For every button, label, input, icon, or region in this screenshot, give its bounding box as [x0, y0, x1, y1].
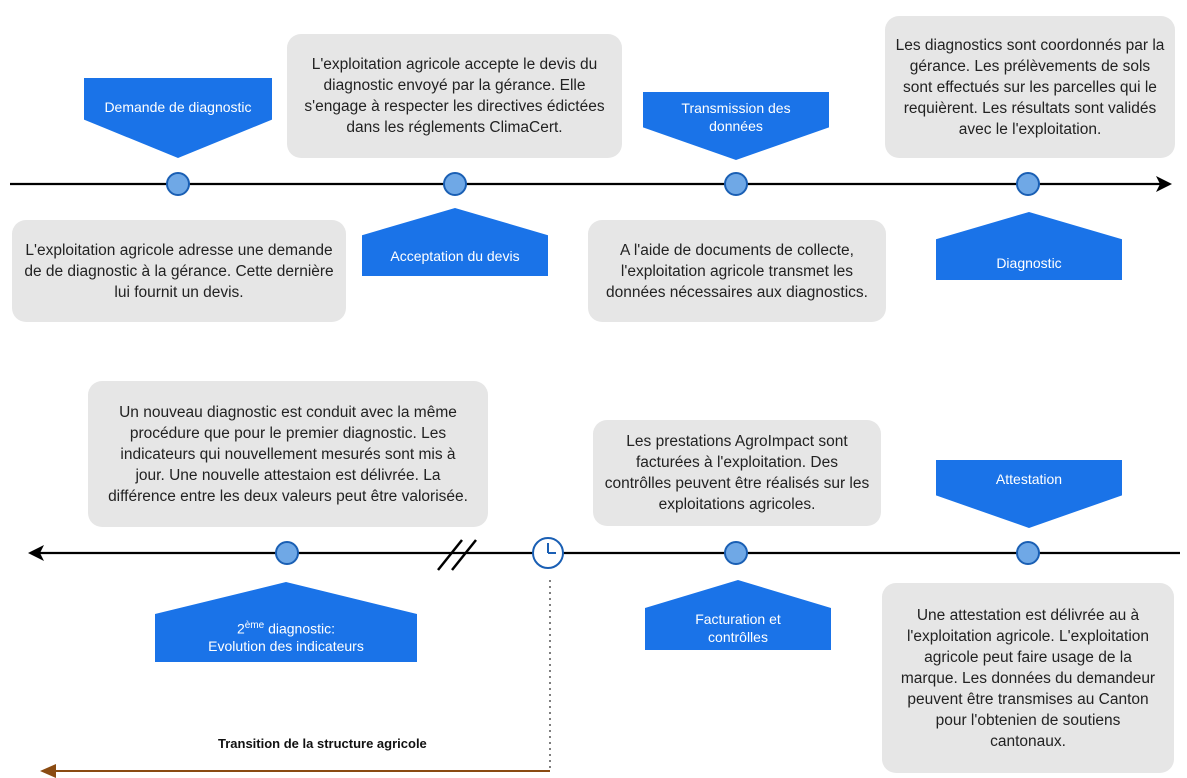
timeline-break-icon [437, 539, 477, 571]
step-label-line2: Evolution des indicateurs [208, 638, 364, 655]
step-label: Diagnostic [996, 255, 1062, 271]
top-node-2 [443, 172, 467, 196]
top-node-4 [1016, 172, 1040, 196]
bottom-timeline-arrowhead [28, 545, 44, 561]
transition-arrowhead [40, 764, 56, 778]
description-diagnostic: Les diagnostics sont coordonnés par la g… [885, 16, 1175, 158]
bottom-node-3 [1016, 541, 1040, 565]
description-attestation: Une attestation est délivrée au à l'expl… [882, 583, 1174, 773]
step-label: Facturation et contrôlles [695, 611, 781, 645]
bottom-node-1 [275, 541, 299, 565]
description-2eme-diagnostic: Un nouveau diagnostic est conduit avec l… [88, 381, 488, 527]
top-node-3 [724, 172, 748, 196]
description-acceptation-du-devis: L'exploitation agricole accepte le devis… [287, 34, 622, 158]
description-transmission-des-donnees: A l'aide de documents de collecte, l'exp… [588, 220, 886, 322]
top-timeline-arrowhead [1156, 176, 1172, 192]
step-label: Transmission des données [681, 100, 791, 134]
transition-label: Transition de la structure agricole [218, 736, 427, 751]
step-label-line1: 2ème diagnostic: [236, 619, 336, 637]
step-label: Demande de diagnostic [104, 99, 252, 115]
description-facturation-et-controlles: Les prestations AgroImpact sont facturée… [593, 420, 881, 526]
top-node-1 [166, 172, 190, 196]
step-label: Attestation [995, 471, 1063, 487]
bottom-node-2 [724, 541, 748, 565]
description-demande-de-diagnostic: L'exploitation agricole adresse une dema… [12, 220, 346, 322]
clock-icon [532, 537, 564, 569]
step-label: Acceptation du devis [390, 248, 520, 264]
